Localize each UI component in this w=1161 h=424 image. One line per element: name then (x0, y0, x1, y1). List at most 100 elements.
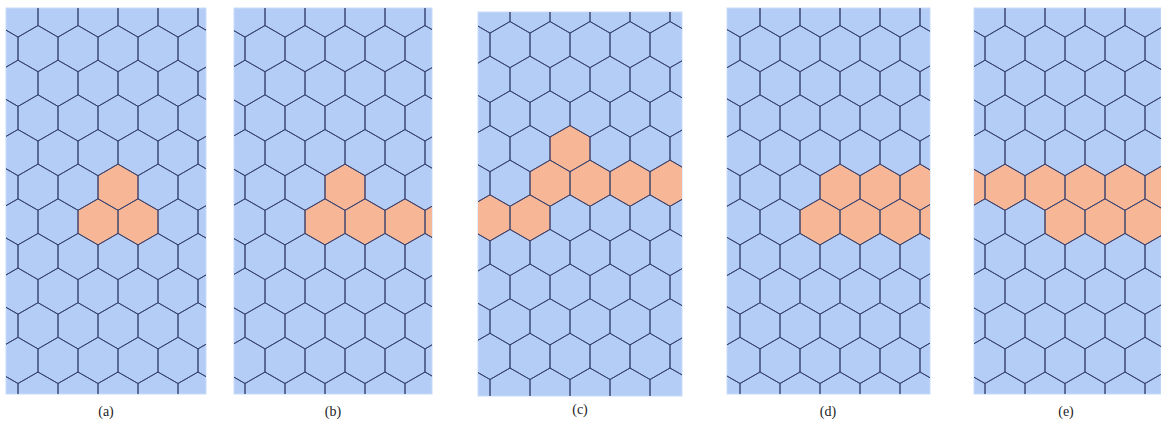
hexagon-cell (38, 199, 78, 245)
hexagon-cell (178, 26, 206, 72)
hexagon-cell (490, 368, 530, 396)
hexagon-cell (760, 8, 800, 37)
highlighted-hexagon (305, 199, 345, 245)
highlighted-hexagon (610, 160, 650, 206)
hexagon-cell (985, 372, 1025, 394)
hexagon-cell (305, 268, 345, 314)
hexagon-cell (478, 126, 510, 172)
hexagon-cell (900, 95, 930, 141)
hexagon-cell (630, 56, 670, 102)
hexagon-cell (800, 8, 840, 37)
hexagon-cell (510, 126, 550, 172)
hexagon-cell (58, 372, 98, 394)
hexagon-cell (1025, 372, 1065, 394)
hexagon-cell (1125, 60, 1161, 106)
hexagon-cell (234, 26, 245, 72)
hexagon-cell (38, 337, 78, 383)
hexagon-cell (118, 8, 158, 37)
hexagon-cell (405, 95, 432, 141)
hexagon-cell (1085, 268, 1125, 314)
hexagon-cell (478, 22, 490, 68)
hexagon-cell (1005, 337, 1045, 383)
hexagon-cell (760, 60, 800, 106)
highlighted-hexagon (425, 199, 432, 245)
hexagon-cell (670, 56, 682, 102)
hexagon-cell (800, 199, 840, 245)
hexagon-cell (234, 199, 265, 245)
hexagon-cell (78, 130, 118, 176)
hexagon-cell (490, 229, 530, 275)
hexagon-cell (234, 8, 265, 37)
panel-label: (e) (1058, 404, 1074, 420)
highlighted-hexagon (1085, 199, 1125, 245)
hexagon-cell (265, 8, 305, 37)
hexagon-cell (974, 60, 1005, 106)
hexagon-cell (245, 372, 285, 394)
hexagon-cell (478, 56, 510, 102)
hexagon-cell (265, 130, 305, 176)
hexagon-cell (425, 8, 432, 37)
hexagon-cell (840, 337, 880, 383)
hexagon-cell (98, 303, 138, 349)
hexagon-cell (265, 60, 305, 106)
hex-lattice (727, 8, 930, 394)
highlighted-hexagon (78, 199, 118, 245)
hexagon-cell (840, 8, 880, 37)
hexagon-cell (650, 368, 682, 396)
highlighted-hexagon (345, 199, 385, 245)
hexagon-cell (670, 126, 682, 172)
hex-lattice (6, 8, 206, 394)
hexagon-cell (840, 199, 880, 245)
hexagon-cell (727, 233, 740, 279)
hexagon-cell (727, 130, 760, 176)
hexagon-cell (18, 164, 58, 210)
hexagon-cell (98, 372, 138, 394)
hexagon-cell (550, 195, 590, 241)
hexagon-cell (1045, 337, 1085, 383)
hexagon-cell (530, 22, 570, 68)
hexagon-cell (478, 91, 490, 137)
hexagon-cell (727, 164, 740, 210)
highlighted-hexagon (1125, 199, 1161, 245)
hexagon-cell (305, 60, 345, 106)
hexagon-cell (650, 22, 682, 68)
hexagon-cell (385, 268, 425, 314)
hexagon-cell (285, 233, 325, 279)
hexagon-cell (650, 299, 682, 345)
hexagon-cell (630, 333, 670, 379)
hexagon-cell (6, 199, 38, 245)
hexagon-cell (285, 303, 325, 349)
hexagon-cell (727, 60, 760, 106)
hexagon-cell (234, 372, 245, 394)
hexagon-cell (1125, 130, 1161, 176)
hexagon-cell (365, 26, 405, 72)
hexagon-cell (178, 372, 206, 394)
hexagon-cell (1105, 372, 1145, 394)
hexagon-cell (158, 8, 198, 37)
hexagon-cell (510, 56, 550, 102)
hexagon-cell (6, 95, 18, 141)
hexagon-cell (118, 60, 158, 106)
panel-label: (d) (820, 404, 836, 420)
hexagon-cell (650, 160, 682, 206)
hexagon-cell (727, 337, 760, 383)
hexagon-cell (305, 337, 345, 383)
hexagon-cell (365, 233, 405, 279)
hexagon-cell (305, 199, 345, 245)
hexagon-cell (610, 160, 650, 206)
hexagon-cell (490, 299, 530, 345)
hexagon-cell (860, 164, 900, 210)
hexagon-cell (780, 303, 820, 349)
hexagon-cell (570, 91, 610, 137)
hexagon-cell (1045, 60, 1085, 106)
hexagon-cell (6, 233, 18, 279)
hexagon-cell (510, 264, 550, 310)
hexagon-cell (478, 299, 490, 345)
hexagon-cell (880, 60, 920, 106)
hexagon-cell (305, 8, 345, 37)
hexagon-cell (1105, 164, 1145, 210)
hexagon-cell (234, 60, 265, 106)
hexagon-cell (610, 91, 650, 137)
hexagon-cell (974, 303, 985, 349)
